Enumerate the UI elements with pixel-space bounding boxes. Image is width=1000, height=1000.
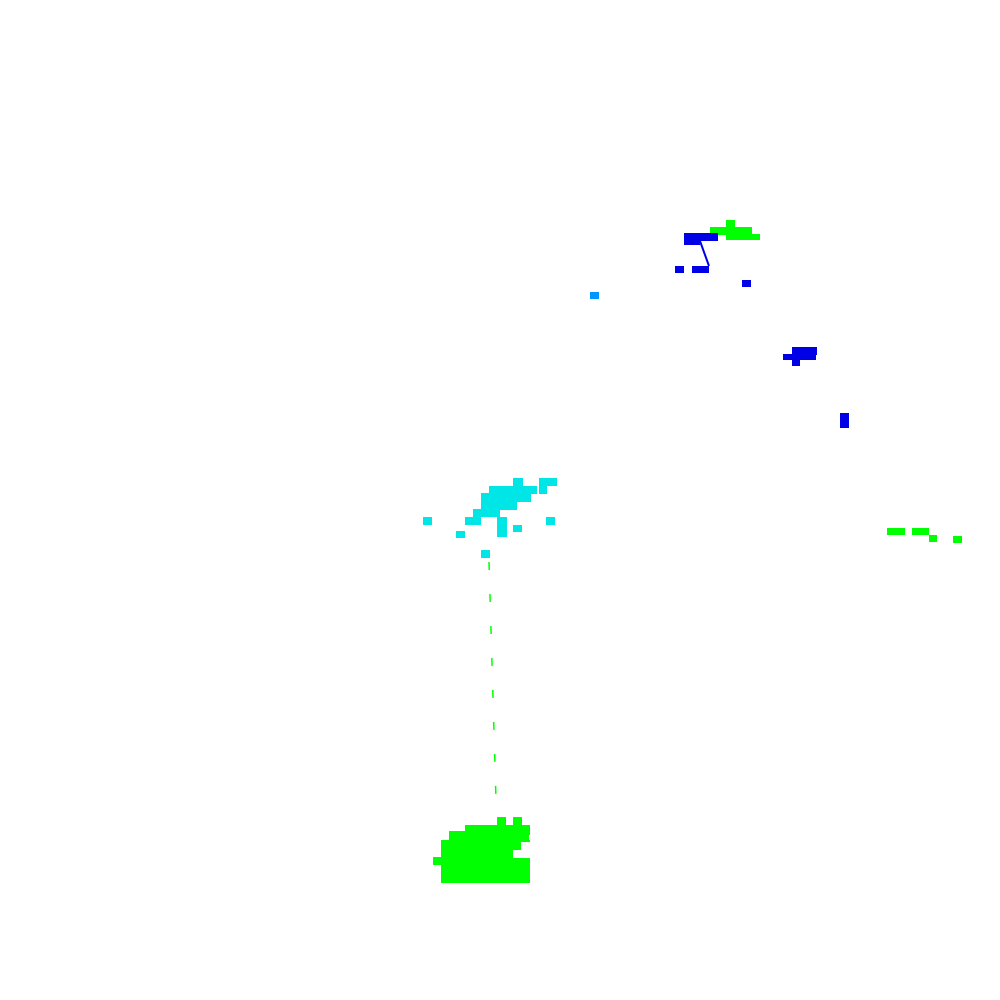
green-cluster-large-gaps xyxy=(513,842,530,858)
blue-cluster-right xyxy=(783,347,849,428)
blue-cluster-top xyxy=(675,233,751,287)
light-blue-dot xyxy=(590,292,599,299)
green-cluster-large xyxy=(433,817,530,883)
green-cluster-right xyxy=(887,528,962,543)
green-cluster-top xyxy=(710,220,760,240)
cyan-cluster xyxy=(423,478,557,558)
dashed-connector xyxy=(488,561,497,801)
blue-stroke-top xyxy=(699,240,710,267)
